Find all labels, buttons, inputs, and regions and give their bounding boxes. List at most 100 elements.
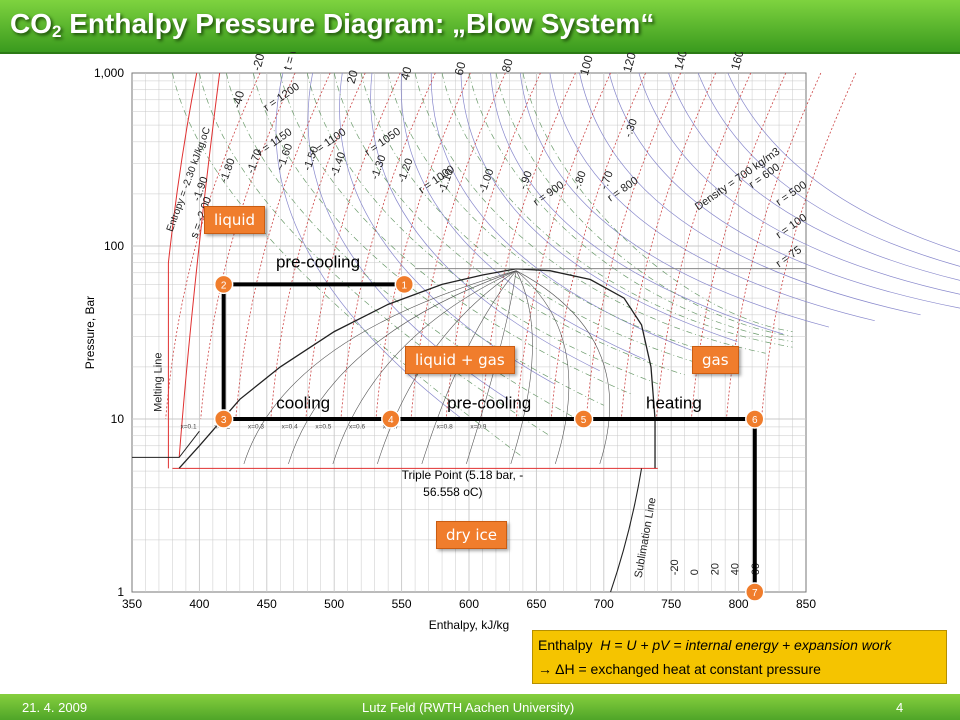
process-point-label: 1 (402, 280, 408, 291)
quality-label: x=0.4 (282, 424, 298, 431)
solid-boundary (132, 430, 200, 458)
x-tick-label: 550 (392, 597, 412, 611)
melting-line (178, 72, 221, 458)
region-liquid-gas: liquid + gas (405, 346, 515, 374)
x-tick-label: 400 (189, 597, 209, 611)
density-line (668, 72, 960, 281)
triple-point-label-2: 56.558 oC) (423, 485, 482, 499)
slide-title: CO2 Enthalpy Pressure Diagram: „Blow Sys… (10, 8, 655, 41)
entropy-lines (165, 72, 857, 420)
x-tick-label: 850 (796, 597, 816, 611)
melting-line-outer (167, 72, 198, 469)
quality-label: x=0.8 (437, 424, 453, 431)
process-step-label: pre-cooling (276, 253, 360, 272)
temperature-label: 20 (344, 68, 361, 85)
sublimation-temp-label: 20 (709, 563, 721, 575)
entropy-line (200, 72, 296, 420)
saturation-dome (178, 268, 656, 469)
temperature-label: 60 (452, 60, 469, 77)
density-line (519, 72, 830, 328)
temperature-line (522, 72, 793, 332)
density-line (400, 72, 646, 361)
x-tick-label: 500 (324, 597, 344, 611)
temperature-label: -20 (249, 52, 267, 72)
temperature-line (495, 72, 793, 337)
process-point-2 (213, 274, 234, 295)
temperature-line (468, 72, 793, 342)
region-dry-ice: dry ice (436, 521, 507, 549)
temperature-line (252, 72, 604, 406)
formula-line-1: Enthalpy H = U + pV = internal energy + … (538, 637, 892, 653)
quality-line (332, 270, 517, 465)
temperature-line (279, 72, 631, 395)
entropy-line (270, 72, 366, 420)
entropy-line (375, 72, 471, 420)
footer-page: 4 (896, 700, 904, 715)
temperature-label: 160 (728, 52, 747, 72)
sublimation-temp-label: -20 (669, 559, 681, 575)
quality-label: x=0.1 (181, 424, 197, 431)
density-line (549, 72, 875, 322)
process-step-label: pre-cooling (447, 393, 531, 412)
footer-bar (0, 694, 960, 720)
x-tick-label: 450 (257, 597, 277, 611)
quality-label: x=0.9 (470, 424, 486, 431)
process-point-4 (381, 409, 401, 429)
enthalpy-formula-box: Enthalpy H = U + pV = internal energy + … (532, 630, 947, 684)
density-line (430, 72, 692, 351)
temperature-label: 40 (398, 65, 415, 82)
process-step-label: cooling (276, 393, 330, 412)
y-tick-label: 1,000 (94, 66, 124, 80)
temperature-label: t = 0 oC (280, 52, 305, 72)
formula-line-2: → ΔH = exchanged heat at constant pressu… (538, 661, 821, 677)
density-line (608, 72, 960, 309)
density-line (697, 72, 960, 267)
y-tick-label: 1 (117, 585, 124, 599)
process-point-label: 2 (221, 280, 227, 291)
y-tick-label: 10 (111, 412, 125, 426)
density-line (638, 72, 960, 295)
x-tick-label: 600 (459, 597, 479, 611)
entropy-line (165, 72, 261, 420)
triple-point-label: Triple Point (5.18 bar, - (402, 468, 524, 482)
entropy-line (761, 72, 857, 420)
y-tick-label: 100 (104, 239, 124, 253)
entropy-line (515, 72, 611, 420)
entropy-line (340, 72, 436, 420)
temperature-line (441, 72, 793, 348)
process-point-1 (394, 274, 415, 295)
process-step-label: heating (646, 393, 702, 412)
temperature-label: 80 (499, 57, 516, 74)
quality-label: x=0.6 (349, 424, 365, 431)
temperature-line (387, 72, 739, 361)
y-axis-label: Pressure, Bar (83, 296, 97, 369)
quality-label: x=0.5 (315, 424, 331, 431)
footer-author: Lutz Feld (RWTH Aachen University) (362, 700, 575, 715)
temperature-label: 140 (671, 52, 690, 72)
process-point-label: 3 (221, 415, 227, 426)
entropy-line (655, 72, 752, 420)
temperature-line (333, 72, 685, 376)
sublimation-temp-label: 0 (689, 569, 701, 575)
process-point-5 (573, 409, 594, 429)
x-tick-label: 650 (526, 597, 546, 611)
footer-date: 21. 4. 2009 (22, 700, 88, 715)
entropy-line (305, 72, 401, 420)
process-point-label: 4 (388, 415, 394, 426)
process-point-7 (745, 582, 765, 602)
x-tick-label: 800 (729, 597, 749, 611)
sublimation-temp-label: 40 (730, 563, 742, 575)
quality-line (515, 270, 570, 465)
quality-label: x=0.3 (248, 424, 264, 431)
density-line (370, 72, 600, 372)
temperature-label: -40 (229, 89, 247, 110)
process-point-label: 7 (752, 588, 758, 599)
temperature-line (414, 72, 766, 354)
temperature-line (226, 72, 578, 420)
process-point-6 (745, 409, 765, 429)
x-axis-label: Enthalpy, kJ/kg (429, 618, 509, 632)
density-line (490, 72, 784, 335)
x-tick-label: 750 (661, 597, 681, 611)
density-line (579, 72, 921, 316)
